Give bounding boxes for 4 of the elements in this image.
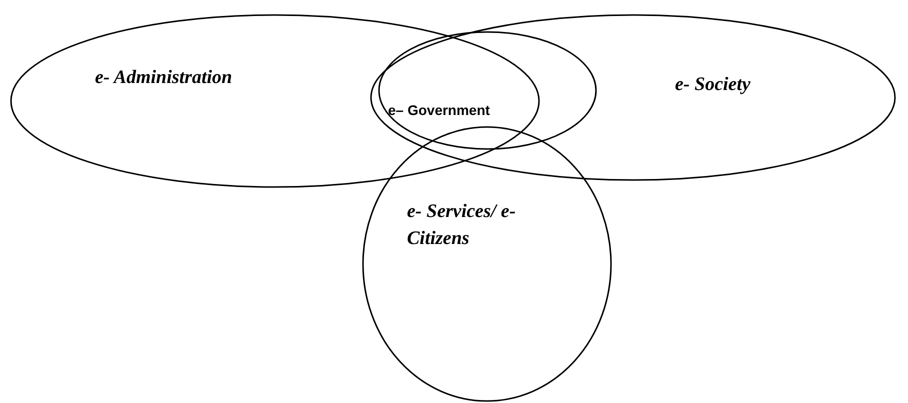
set-label: e– Government: [388, 101, 490, 119]
set-label: e- Services/ e-Citizens: [407, 200, 517, 251]
set-label: e- Society: [675, 73, 750, 97]
set-label: e- Administration: [95, 66, 232, 90]
